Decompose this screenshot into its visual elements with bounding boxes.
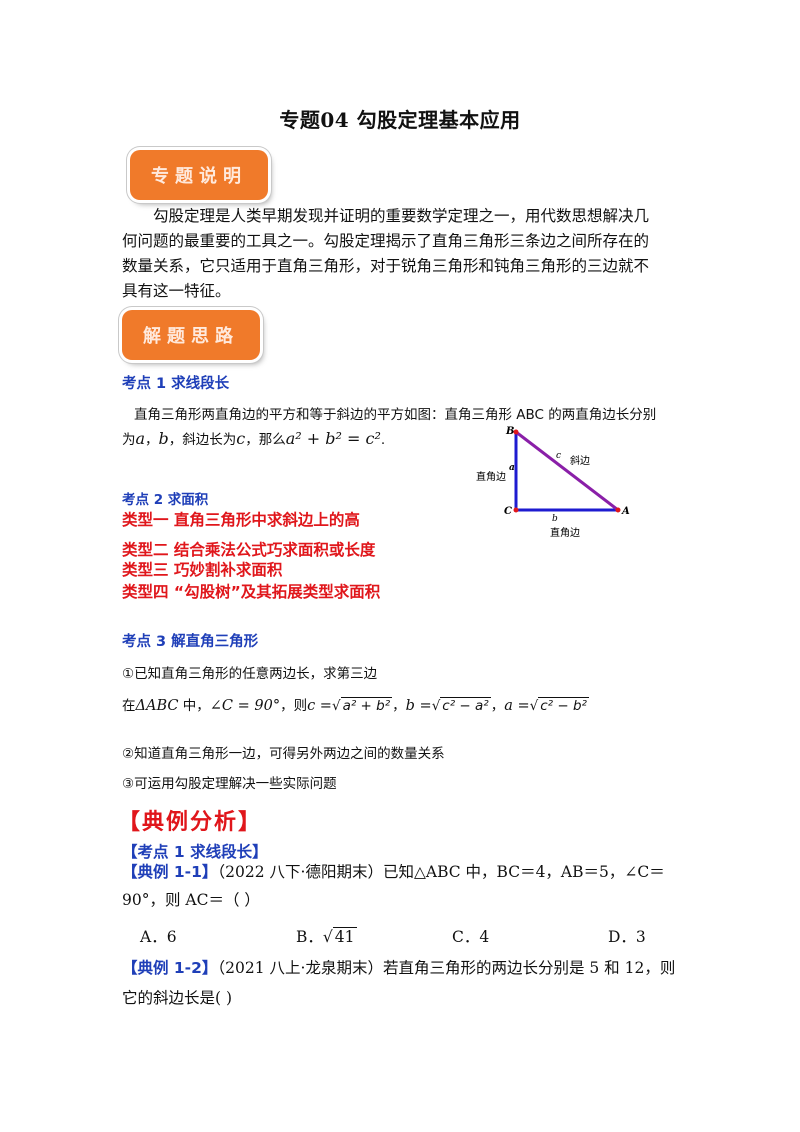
option-b: B．√41 <box>296 927 357 946</box>
b-equals: b = <box>405 698 432 714</box>
kp3-heading: 考点 3 解直角三角形 <box>122 634 259 650</box>
example-1-1-line2: 90°，则 AC＝（ ） <box>122 891 260 909</box>
triangle-abc: ΔABC <box>135 698 179 714</box>
example-1-2-tag: 【典例 1-2】 <box>122 959 218 977</box>
c-radicand: a² + b² <box>340 697 393 714</box>
var-a: a <box>135 429 146 448</box>
vertex-c-dot <box>513 507 519 513</box>
banner-topic-description: 专题说明 <box>130 150 268 200</box>
pythagorean-formula: a² + b² = c² <box>285 429 381 448</box>
c-equals: c = <box>307 698 332 714</box>
vertex-b-label: B <box>505 426 514 437</box>
right-triangle-figure: B C A c 斜边 a 直角边 b 直角边 <box>476 426 630 539</box>
kp2-type-2: 类型二 结合乘法公式巧求面积或长度 <box>122 541 376 559</box>
page-title: 专题04 勾股定理基本应用 <box>279 108 521 132</box>
formula-then: ，则 <box>280 698 308 714</box>
hypotenuse-line <box>515 430 619 512</box>
example-1-2: 【典例 1-2】（2021 八上·龙泉期末）若直角三角形的两边长分别是 5 和 … <box>122 954 682 982</box>
kp1-line-1: 直角三角形两直角边的平方和等于斜边的平方如图：直角三角形 ABC 的两直角边长分… <box>134 407 657 423</box>
kp2-type-4: 类型四 “勾股树”及其拓展类型求面积 <box>122 583 381 601</box>
option-c: C．4 <box>452 928 490 946</box>
example-kp1-heading: 【考点 1 求线段长】 <box>122 843 268 861</box>
kp2-heading: 考点 2 求面积 <box>122 492 209 508</box>
example-analysis-heading: 【典例分析】 <box>118 810 263 835</box>
vertex-a-label: A <box>621 506 630 517</box>
option-b-radicand: 41 <box>332 927 357 946</box>
example-1-1-text: （2022 八下·德阳期末）已知△ABC 中，BC＝4，AB＝5，∠C＝ <box>217 863 665 881</box>
kp2-type-3: 类型三 巧妙割补求面积 <box>122 561 283 579</box>
kp3-formula-line: 在ΔABC 中，∠C = 90°，则c =√a² + b²，b =√c² − a… <box>122 697 589 714</box>
side-b-label: b <box>552 514 558 524</box>
vertex-c-label: C <box>504 506 512 517</box>
kp2-type-1: 类型一 直角三角形中求斜边上的高 <box>122 511 360 529</box>
var-b: b <box>158 429 169 448</box>
a-radicand: c² − b² <box>538 697 589 714</box>
kp3-item-1: ①已知直角三角形的任意两边长，求第三边 <box>122 666 378 682</box>
angle-c: ∠C = 90° <box>209 698 281 714</box>
intro-line-1: 勾股定理是人类早期发现并证明的重要数学定理之一，用代数思想解决几 <box>153 207 650 225</box>
example-1-1: 【典例 1-1】（2022 八下·德阳期末）已知△ABC 中，BC＝4，AB＝5… <box>122 858 682 886</box>
sep-2: ， <box>490 698 505 714</box>
kp1-heading: 考点 1 求线段长 <box>122 376 230 392</box>
side-c-label: c <box>556 451 561 461</box>
a-equals: a = <box>504 698 530 714</box>
kp3-item-3: ③可运用勾股定理解决一些实际问题 <box>122 776 337 792</box>
example-1-2-line2: 它的斜边长是( ) <box>122 989 233 1007</box>
b-radicand: c² − a² <box>440 697 491 714</box>
example-1-1-tag: 【典例 1-1】 <box>122 863 218 881</box>
formula-prefix: 在 <box>122 698 136 714</box>
kp1-prefix: 为 <box>122 432 136 448</box>
option-d: D．3 <box>608 928 646 946</box>
side-a-label: a <box>509 463 515 473</box>
vertex-b-dot <box>513 429 519 435</box>
vertex-a-dot <box>615 507 621 513</box>
banner-solution-approach: 解题思路 <box>122 310 260 360</box>
hypotenuse-text: 斜边 <box>570 454 590 467</box>
intro-line-2: 何问题的最重要的工具之一。勾股定理揭示了直角三角形三条边之间所存在的 <box>122 232 650 250</box>
kp1-period: . <box>380 432 386 448</box>
leg-a-text: 直角边 <box>476 470 506 483</box>
leg-b-text: 直角边 <box>550 526 580 539</box>
sep-1: ， <box>392 698 406 714</box>
kp3-item-2: ②知道直角三角形一边，可得另外两边之间的数量关系 <box>122 746 445 762</box>
kp1-mid1: ，斜边长为 <box>168 432 237 448</box>
kp1-mid2: ，那么 <box>245 432 286 448</box>
option-b-label: B． <box>296 928 323 946</box>
kp1-line-2: 为a，b，斜边长为c，那么a² + b² = c². <box>122 429 386 448</box>
intro-paragraph: 勾股定理是人类早期发现并证明的重要数学定理之一，用代数思想解决几 何问题的最重要… <box>122 204 682 304</box>
example-1-2-text: （2021 八上·龙泉期末）若直角三角形的两边长分别是 5 和 12，则 <box>217 959 676 977</box>
intro-line-3: 数量关系，它只适用于直角三角形，对于锐角三角形和钝角三角形的三边就不 <box>122 257 650 275</box>
var-c: c <box>236 429 246 448</box>
option-a: A．6 <box>140 928 177 946</box>
formula-mid: 中， <box>182 698 210 714</box>
intro-line-4: 具有这一特征。 <box>122 282 231 300</box>
